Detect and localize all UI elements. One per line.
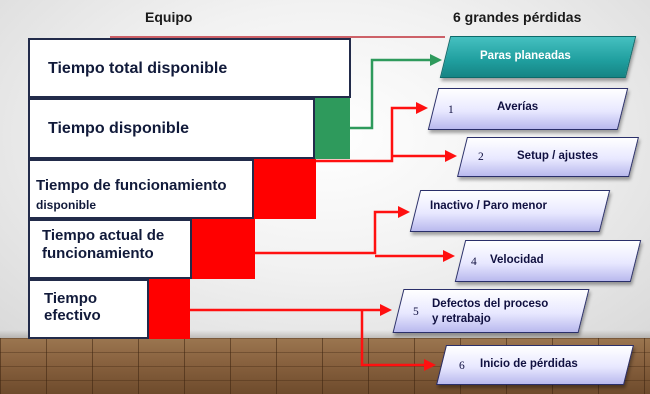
arrowhead-defectos <box>380 304 392 316</box>
loss-defectos-label-line1: Defectos del proceso <box>432 298 549 310</box>
arrowhead-inactivo <box>398 206 410 218</box>
loss-fill-defectos-inicio <box>148 279 190 339</box>
box-label: Tiempo disponible <box>48 120 190 137</box>
box-tiempo-actual-funcionamiento: Tiempo actual de funcionamiento <box>28 219 192 279</box>
connector-inicio <box>360 310 426 367</box>
connector-inactivo <box>255 210 400 255</box>
loss-fill-averias-setup <box>253 159 316 219</box>
arrowhead-velocidad <box>443 250 455 262</box>
loss-averias-label: Averías <box>497 101 539 113</box>
loss-inicio-label: Inicio de pérdidas <box>480 358 578 370</box>
box-label-line2: efectivo <box>44 307 101 324</box>
loss-paras-planeadas-label: Paras planeadas <box>480 50 571 62</box>
box-label-line1: Tiempo de funcionamiento <box>36 177 227 194</box>
arrowhead-inicio <box>424 359 436 371</box>
arrowhead-averias <box>416 102 428 114</box>
box-label-line2: disponible <box>36 198 96 212</box>
green-connector <box>350 58 432 130</box>
connector-averias <box>316 106 418 163</box>
box-label-line2: funcionamiento <box>42 245 154 262</box>
loss-inicio-number: 6 <box>459 360 465 372</box>
loss-defectos-box <box>392 289 590 333</box>
loss-fill-inactivo-velocidad <box>191 219 255 279</box>
box-label: Tiempo total disponible <box>48 60 228 77</box>
box-tiempo-disponible: Tiempo disponible <box>28 98 315 159</box>
loss-defectos-number: 5 <box>413 306 419 318</box>
loss-defectos-label-line2: y retrabajo <box>432 313 491 325</box>
green-arrowhead <box>430 54 442 66</box>
box-tiempo-efectivo: Tiempo efectivo <box>28 279 149 339</box>
loss-inactivo-label: Inactivo / Paro menor <box>430 200 547 212</box>
box-tiempo-total-disponible: Tiempo total disponible <box>28 38 351 98</box>
loss-velocidad-box <box>454 240 642 282</box>
header-6-grandes-perdidas: 6 grandes pérdidas <box>453 9 582 25</box>
loss-setup-label: Setup / ajustes <box>517 150 599 162</box>
box-tiempo-funcionamiento-disponible: Tiempo de funcionamiento disponible <box>28 159 254 219</box>
box-label-line1: Tiempo <box>44 290 98 307</box>
loss-setup-number: 2 <box>478 151 484 163</box>
header-equipo: Equipo <box>145 9 193 25</box>
loss-averias-number: 1 <box>448 104 454 116</box>
box-label-line1: Tiempo actual de <box>42 227 165 244</box>
arrowhead-setup <box>445 150 457 162</box>
loss-fill-paras-planeadas <box>314 98 350 159</box>
loss-velocidad-label: Velocidad <box>490 254 544 266</box>
loss-velocidad-number: 4 <box>471 256 477 268</box>
